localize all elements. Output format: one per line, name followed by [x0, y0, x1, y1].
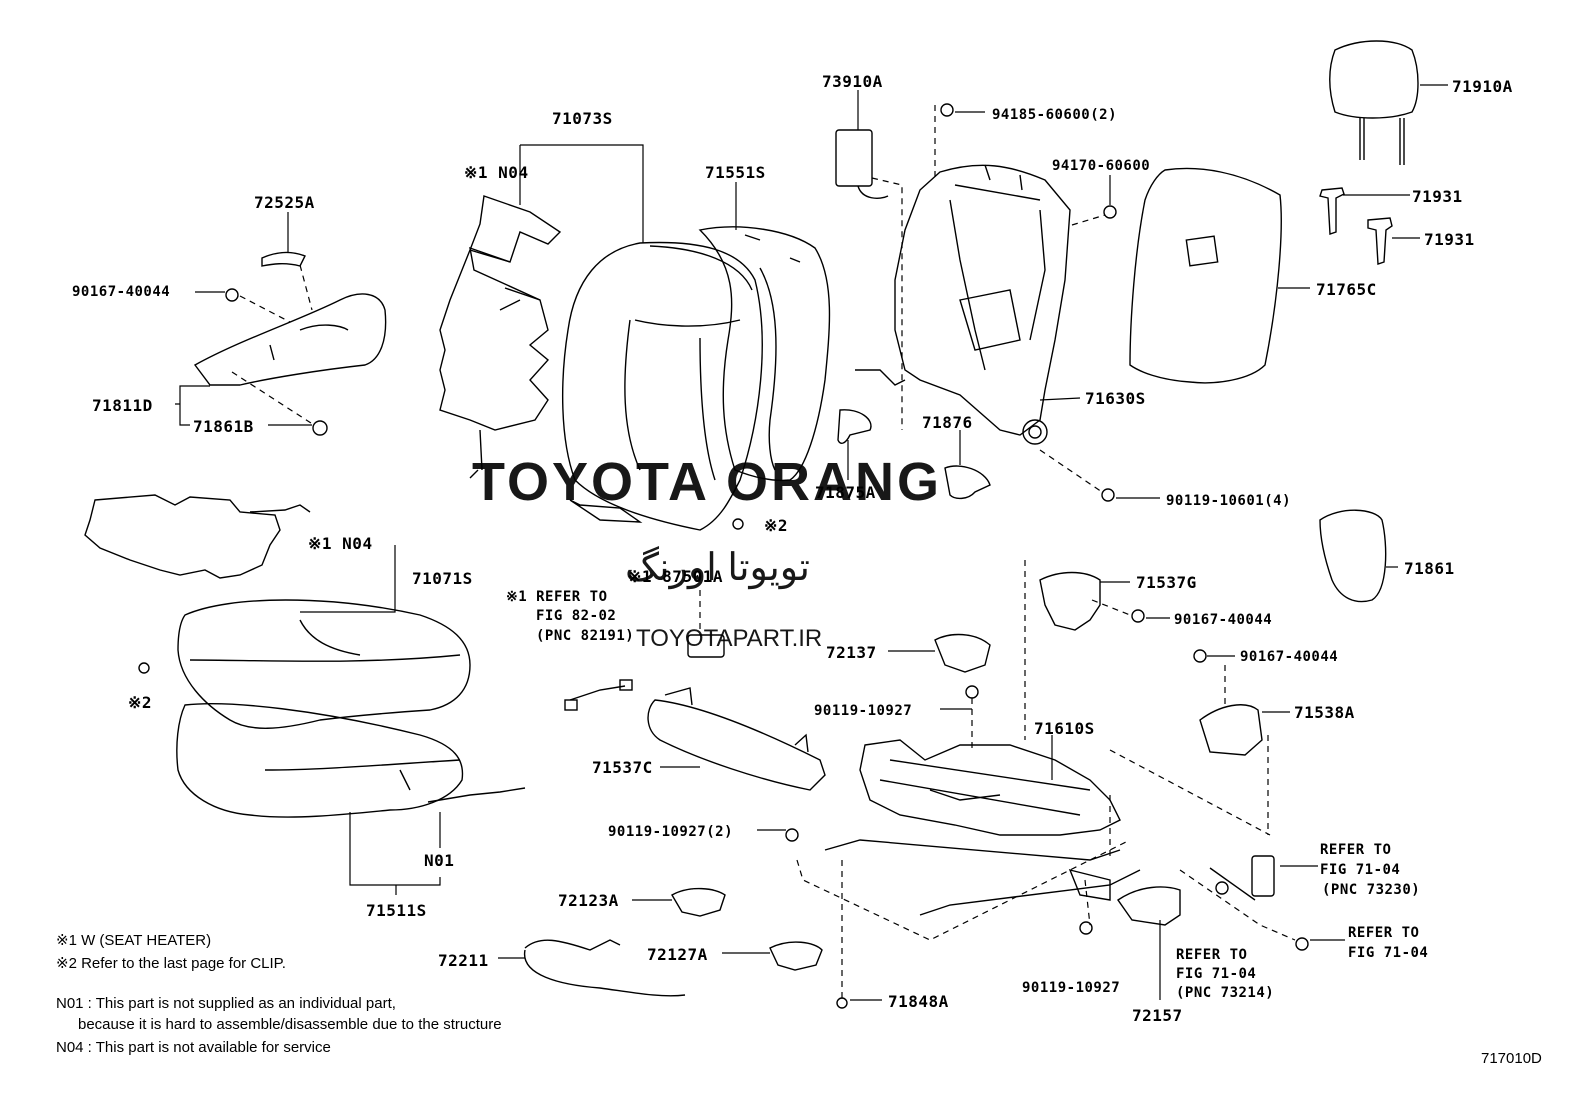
label-90119-10927-lower: 90119-10927	[1022, 980, 1120, 996]
note-n01-line1: N01 : This part is not supplied as an in…	[56, 995, 396, 1012]
label-90167-40044-right: 90167-40044	[1240, 649, 1338, 665]
note-n01-line2: because it is hard to assemble/disassemb…	[78, 1016, 502, 1033]
seatback-pad	[698, 226, 831, 482]
label-clip-mid: ※2	[764, 516, 788, 535]
ref-fig-71-04a-line3: (PNC 73230)	[1322, 882, 1420, 898]
recliner-cover-outer	[944, 465, 991, 500]
headrest	[1329, 40, 1419, 165]
watermark: TOYOTA ORANG تویوتا اورنگ TOYOTAPART.IR	[472, 452, 942, 652]
ref-fig-71-04c-line2: FIG 71-04	[1176, 966, 1256, 982]
ref-fig-71-04b-line2: FIG 71-04	[1348, 945, 1428, 961]
label-71876: 71876	[922, 413, 973, 432]
ref-fig-71-04c-line1: REFER TO	[1176, 947, 1247, 963]
label-71811D: 71811D	[92, 396, 153, 415]
label-87501A: ※1 87501A	[628, 567, 723, 586]
cushion-side-cover-lh	[1199, 704, 1263, 756]
seatback-board	[1129, 167, 1282, 384]
label-71537G: 71537G	[1136, 573, 1197, 592]
track-cover-inner	[1117, 886, 1181, 926]
footnotes: ※1 W (SEAT HEATER) ※2 Refer to the last …	[56, 932, 502, 1056]
label-72211: 72211	[438, 951, 489, 970]
wire-harness-72211	[524, 939, 686, 997]
label-71073S: 71073S	[552, 109, 613, 128]
seatback-heater-pad	[439, 195, 562, 479]
label-N01: N01	[424, 851, 454, 870]
ref-fig-82-02-line3: (PNC 82191)	[536, 628, 634, 644]
reference-labels: ※1 REFER TO FIG 82-02 (PNC 82191) REFER …	[506, 589, 1428, 1001]
label-71071S: 71071S	[412, 569, 473, 588]
label-72157: 72157	[1132, 1006, 1183, 1025]
leader-lines	[175, 84, 1448, 1001]
label-94185-60600: 94185-60600(2)	[992, 107, 1117, 123]
label-90167-40044-left: 90167-40044	[72, 284, 170, 300]
label-71551S: 71551S	[705, 163, 766, 182]
label-73910A: 73910A	[822, 72, 883, 91]
label-N04-mid: ※1 N04	[308, 534, 373, 553]
headrest-support-lower	[1367, 217, 1393, 265]
recliner-cover-inner	[837, 409, 872, 444]
headrest-support-upper	[1319, 187, 1345, 235]
label-71910A: 71910A	[1452, 77, 1513, 96]
label-72123A: 72123A	[558, 891, 619, 910]
label-90119-10927-upper: 90119-10927	[814, 703, 912, 719]
cushion-heater-pad	[84, 494, 311, 579]
cushion-side-cover-rh	[1039, 571, 1101, 631]
ref-fig-71-04c-line3: (PNC 73214)	[1176, 985, 1274, 1001]
heater-harness	[427, 679, 633, 803]
label-90119-10927-2: 90119-10927(2)	[608, 824, 733, 840]
seat-track-adjuster	[824, 739, 1141, 916]
track-end-cover-a	[671, 887, 726, 917]
note-seat-heater: ※1 W (SEAT HEATER)	[56, 932, 211, 949]
label-94170-60600: 94170-60600	[1052, 158, 1150, 174]
ref-fig-71-04a-line1: REFER TO	[1320, 842, 1391, 858]
watermark-persian: تویوتا اورنگ	[625, 545, 810, 590]
side-airbag-module	[835, 129, 889, 199]
label-72137: 72137	[826, 643, 877, 662]
track-end-cover-b	[769, 941, 823, 971]
note-clip: ※2 Refer to the last page for CLIP.	[56, 955, 286, 972]
side-cover	[1319, 509, 1387, 603]
seatbelt-buckle	[1209, 855, 1275, 901]
label-clip-left: ※2	[128, 693, 152, 712]
note-n04: N04 : This part is not available for ser…	[56, 1039, 331, 1056]
label-71861: 71861	[1404, 559, 1455, 578]
label-71931-lower: 71931	[1424, 230, 1475, 249]
label-71875A: 71875A	[815, 483, 876, 502]
watermark-brand: TOYOTA ORANG	[472, 452, 942, 512]
cushion-pad	[176, 703, 464, 818]
label-72525A: 72525A	[254, 193, 315, 212]
label-71861B: 71861B	[193, 417, 254, 436]
label-71848A: 71848A	[888, 992, 949, 1011]
ref-fig-82-02-line1: ※1 REFER TO	[506, 589, 608, 605]
ref-fig-71-04b-line1: REFER TO	[1348, 925, 1419, 941]
label-90119-10601: 90119-10601(4)	[1166, 493, 1291, 509]
heater-controller	[687, 634, 725, 658]
diagram-id: 717010D	[1481, 1050, 1542, 1067]
label-71511S: 71511S	[366, 901, 427, 920]
label-71630S: 71630S	[1085, 389, 1146, 408]
seatback-cover	[562, 241, 763, 531]
ref-fig-82-02-line2: FIG 82-02	[536, 608, 616, 624]
fasteners	[138, 103, 1309, 1009]
label-71538A: 71538A	[1294, 703, 1355, 722]
part-labels: 71073S 71551S 73910A 94185-60600(2) 7191…	[72, 72, 1513, 1025]
cushion-shield-upper	[934, 633, 991, 673]
ref-fig-71-04a-line2: FIG 71-04	[1320, 862, 1400, 878]
label-71537C: 71537C	[592, 758, 653, 777]
recliner-lever	[261, 251, 306, 267]
seatback-frame	[855, 164, 1071, 445]
watermark-site: TOYOTAPART.IR	[636, 625, 822, 652]
label-90167-40044-mid: 90167-40044	[1174, 612, 1272, 628]
cushion-front-board	[647, 687, 826, 791]
label-72127A: 72127A	[647, 945, 708, 964]
label-71765C: 71765C	[1316, 280, 1377, 299]
assembly-lines	[231, 105, 1296, 998]
label-N04-top: ※1 N04	[464, 163, 529, 182]
side-shield	[193, 293, 387, 386]
label-71610S: 71610S	[1034, 719, 1095, 738]
cushion-cover	[177, 599, 471, 729]
label-71931-upper: 71931	[1412, 187, 1463, 206]
